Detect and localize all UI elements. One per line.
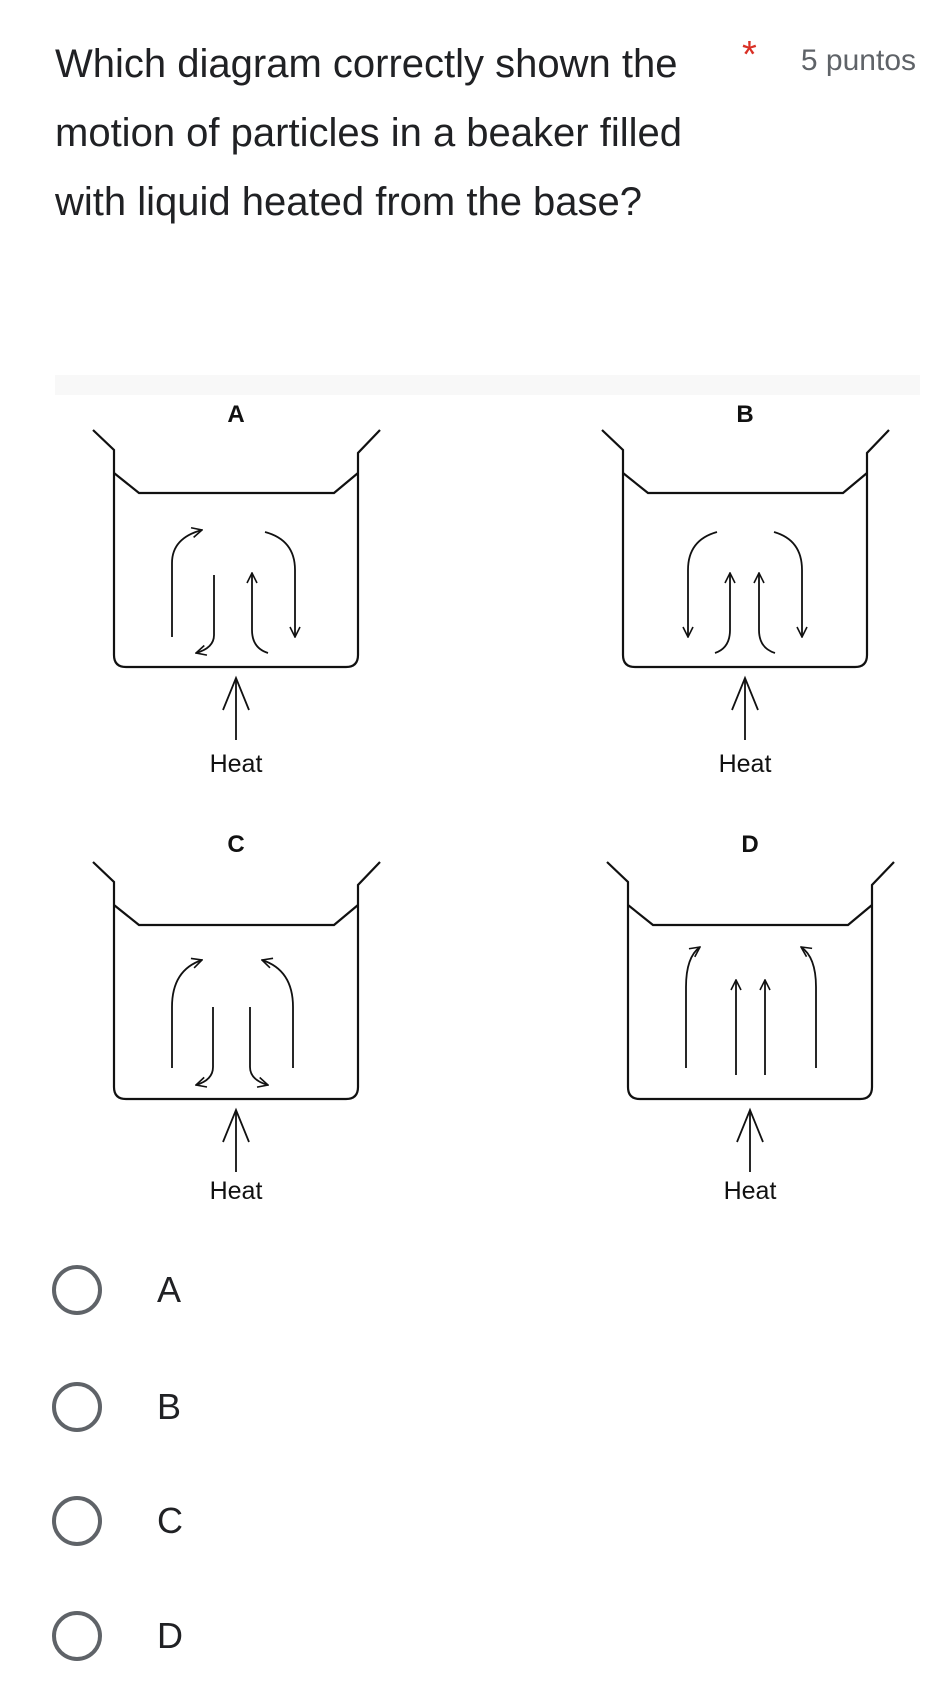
option-c[interactable]: C <box>52 1489 183 1553</box>
heat-label: Heat <box>210 1177 263 1205</box>
radio-button[interactable] <box>52 1382 102 1432</box>
beaker <box>91 428 382 742</box>
option-label: A <box>157 1269 182 1310</box>
option-label: B <box>157 1386 182 1427</box>
convection-arrow <box>196 1007 214 1085</box>
diagram-label: D <box>741 831 758 858</box>
beaker <box>91 860 382 1174</box>
diagram-b: B Heat <box>600 401 891 778</box>
convection-arrow <box>264 531 295 637</box>
beaker <box>600 428 891 742</box>
diagram-label: A <box>227 401 244 428</box>
radio-button[interactable] <box>52 1496 102 1546</box>
convection-arrow <box>773 531 802 637</box>
question-image: A Heat B Heat C Heat D Heat <box>55 375 920 1205</box>
diagram-label: B <box>736 401 753 428</box>
convection-arrow <box>171 530 202 637</box>
points-label: 5 puntos <box>800 44 916 77</box>
question-title: Which diagram correctly shown the motion… <box>55 42 682 224</box>
heat-label: Heat <box>719 750 772 778</box>
option-label: C <box>157 1500 183 1541</box>
image-top-strip <box>55 375 920 395</box>
required-asterisk: * <box>742 34 757 76</box>
convection-arrow <box>801 947 817 1068</box>
option-label: D <box>157 1615 183 1656</box>
option-a[interactable]: A <box>52 1258 181 1322</box>
convection-arrow <box>196 575 215 653</box>
option-b[interactable]: B <box>52 1375 181 1439</box>
convection-arrow <box>252 573 269 654</box>
beaker <box>605 860 896 1174</box>
convection-arrow <box>759 573 776 654</box>
radio-button[interactable] <box>52 1265 102 1315</box>
diagram-a: A Heat <box>91 401 382 778</box>
convection-arrow <box>685 947 700 1068</box>
diagram-label: C <box>227 831 244 858</box>
heat-label: Heat <box>724 1177 777 1205</box>
heat-label: Heat <box>210 750 263 778</box>
option-d[interactable]: D <box>52 1604 183 1668</box>
convection-arrow <box>249 1007 268 1085</box>
diagram-d: D Heat <box>605 831 896 1205</box>
convection-arrow <box>171 960 202 1068</box>
diagram-c: C Heat <box>91 831 382 1205</box>
convection-arrow <box>262 960 294 1068</box>
convection-arrow <box>714 573 730 654</box>
radio-button[interactable] <box>52 1611 102 1661</box>
convection-arrow <box>688 531 718 637</box>
